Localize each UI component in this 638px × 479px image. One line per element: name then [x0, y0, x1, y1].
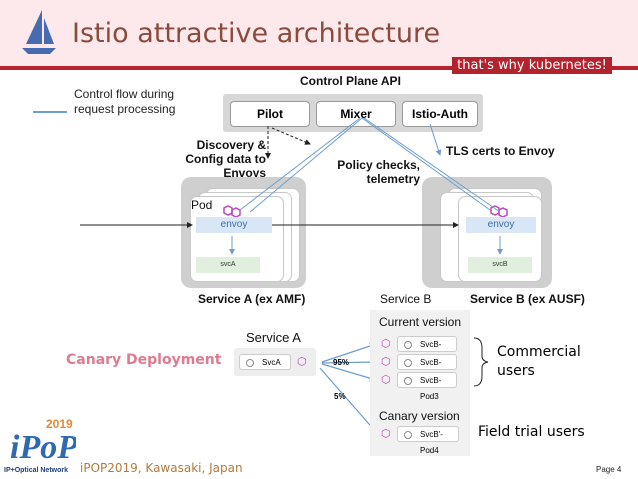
- svcb-canary-pod: SvcB'-Pod4: [397, 426, 459, 455]
- ipop-logo: 2019 iPoP IP+Optical Network: [4, 414, 78, 474]
- pod-label: SvcB-Pod3: [420, 376, 442, 401]
- legend-arrow: [33, 111, 67, 113]
- envoy-hex-icon: ⬡: [381, 356, 391, 368]
- weight-canary: 5%: [334, 392, 346, 401]
- pod-label: SvcB'-Pod4: [420, 430, 443, 455]
- weight-current: 95%: [333, 358, 350, 367]
- commercial-users-label: Commercial users: [497, 344, 581, 379]
- tls-annotation: TLS certs to Envoy: [446, 144, 555, 158]
- svg-text:IP+Optical Network: IP+Optical Network: [4, 467, 68, 474]
- page-number: Page 4: [596, 465, 622, 474]
- discovery-annotation: Discovery & Config data to Envoys: [185, 138, 266, 180]
- field-trial-users-label: Field trial users: [478, 424, 585, 440]
- svcb-pod-1: SvcB-Pod1: [397, 336, 457, 365]
- istio-sail-icon: [22, 10, 56, 54]
- page-title: Istio attractive architecture: [72, 18, 441, 49]
- legend-text: Control flow during request processing: [74, 87, 176, 116]
- pilot-component: Pilot: [230, 101, 310, 127]
- svg-text:iPoP: iPoP: [10, 429, 76, 466]
- service-a-caption: Service A (ex AMF): [198, 292, 306, 306]
- envoy-hex-icon: ⬡: [381, 428, 391, 440]
- envoy-proxy-a: envoy: [196, 217, 272, 233]
- istio-auth-component: Istio-Auth: [402, 101, 478, 127]
- tagline-banner: that's why kubernetes!: [452, 57, 612, 74]
- control-plane-title: Control Plane API: [300, 74, 401, 88]
- envoy-hex-icon: ⬡: [381, 338, 391, 350]
- footer-event: iPOP2019, Kawasaki, Japan: [80, 461, 243, 475]
- svcb-pod-3: SvcB-Pod3: [397, 372, 457, 401]
- canary-title: Canary Deployment: [66, 352, 222, 368]
- svcb-pod-2: SvcB-Pod2: [397, 354, 457, 383]
- service-a-canary-label: Service A: [246, 330, 301, 345]
- current-version-label: Current version: [379, 315, 462, 329]
- svg-text:2019: 2019: [46, 417, 73, 431]
- canary-version-label: Canary version: [379, 409, 460, 423]
- envoy-hex-icon: ⬡: [297, 356, 307, 368]
- envoy-hex-icon: ⬡: [381, 374, 391, 386]
- svca-pod-label: SvcA: [262, 358, 281, 367]
- service-b-caption: Service B (ex AUSF): [470, 292, 585, 306]
- header-divider: [0, 66, 638, 70]
- policy-annotation: Policy checks, telemetry: [337, 158, 420, 186]
- svca-container: svcA: [196, 257, 260, 273]
- svca-pod: SvcA: [239, 354, 291, 370]
- slide-header: [0, 0, 638, 66]
- service-b-canary-label: Service B: [380, 292, 432, 306]
- svcb-container: svcB: [468, 257, 532, 273]
- envoy-proxy-b: envoy: [466, 217, 536, 233]
- pod-label: Pod: [191, 198, 213, 212]
